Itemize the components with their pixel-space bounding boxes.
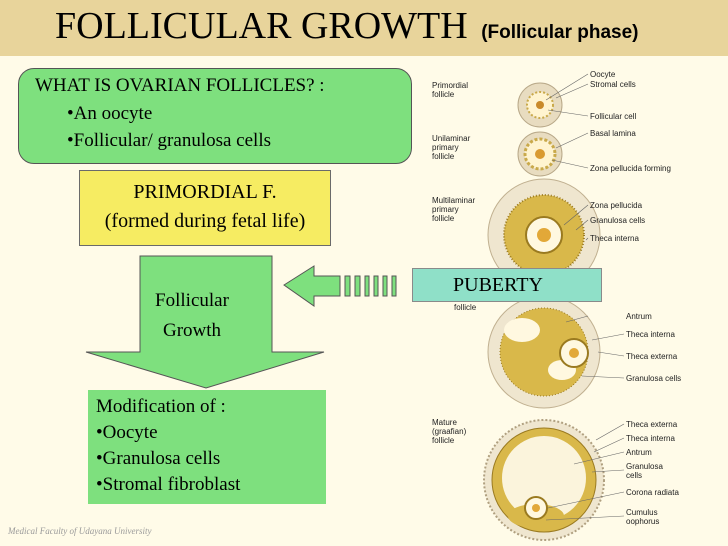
footer-credit: Medical Faculty of Udayana University: [8, 526, 152, 536]
title-bar: [0, 0, 728, 56]
part-label: Cumulus oophorus: [626, 508, 660, 526]
modification-box: Modification of : •Oocyte •Granulosa cel…: [88, 390, 326, 504]
growth-arrow-line2: Growth: [162, 320, 222, 341]
leader-lines: [545, 73, 625, 521]
modification-bullet: •Granulosa cells: [96, 448, 221, 469]
part-label: Zona pellucida: [590, 201, 643, 210]
part-label: Theca interna: [626, 330, 675, 339]
puberty-arrow-stripe: [382, 275, 388, 297]
question-box: WHAT IS OVARIAN FOLLICLES? : •An oocyte …: [18, 68, 412, 164]
puberty-arrow-stripe: [373, 275, 379, 297]
primordial-note: (formed during fetal life): [104, 210, 306, 232]
follicular-growth-arrow: [85, 255, 325, 389]
part-label: Granulosa cells: [626, 374, 682, 383]
slide-title: FOLLICULAR GROWTH (Follicular phase): [55, 4, 639, 48]
part-label: Oocyte: [590, 70, 616, 79]
mature-follicle-drawing: [483, 419, 605, 541]
puberty-box: PUBERTY: [412, 268, 602, 302]
question-bullet: •An oocyte: [67, 103, 153, 124]
primordial-follicle-drawing: [517, 82, 563, 128]
stage-label-primordial: Primordial follicle: [432, 81, 469, 99]
puberty-arrow: [283, 265, 341, 307]
part-label: Corona radiata: [626, 488, 679, 497]
primordial-box: PRIMORDIAL F. (formed during fetal life): [79, 170, 331, 246]
part-label: Basal lamina: [590, 129, 636, 138]
part-label: Theca interna: [590, 234, 639, 243]
modification-bullet: •Oocyte: [96, 422, 158, 443]
growth-arrow-line1: Follicular: [155, 290, 229, 311]
part-label: Antrum: [626, 312, 652, 321]
unilaminar-follicle-drawing: [517, 131, 563, 177]
multilaminar-follicle-drawing: [487, 178, 601, 292]
puberty-arrow-stripe: [364, 275, 370, 297]
growth-arrow-label: Follicular Growth: [140, 286, 244, 346]
part-label: Theca externa: [626, 352, 678, 361]
part-label: Theca interna: [626, 434, 675, 443]
follicle-figure: Primordial follicle Unilaminar primary f…: [416, 60, 728, 546]
modification-heading: Modification of :: [96, 396, 226, 417]
follicle-illustration: [483, 73, 625, 541]
antral-follicle-drawing: [487, 295, 601, 409]
puberty-arrow-stripe: [391, 275, 397, 297]
puberty-label: PUBERTY: [453, 274, 543, 296]
part-label: Zona pellucida forming: [590, 164, 671, 173]
puberty-arrow-stripe: [344, 275, 351, 297]
stage-label-multilaminar: Multilaminar primary follicle: [432, 196, 476, 223]
part-label: Antrum: [626, 448, 652, 457]
part-label: Stromal cells: [590, 80, 636, 89]
primordial-title: PRIMORDIAL F.: [133, 181, 277, 203]
question-bullet: •Follicular/ granulosa cells: [67, 130, 271, 151]
part-label: Granulosa cells: [626, 462, 663, 480]
puberty-arrow-stripe: [354, 275, 361, 297]
part-label: Granulosa cells: [590, 216, 646, 225]
part-label: Theca externa: [626, 420, 678, 429]
title-main: FOLLICULAR GROWTH: [55, 5, 468, 47]
modification-bullet: •Stromal fibroblast: [96, 474, 241, 495]
part-label: Follicular cell: [590, 112, 637, 121]
stage-label-mature: Mature (graafian) follicle: [432, 418, 467, 445]
stage-label-unilaminar: Unilaminar primary follicle: [432, 134, 471, 161]
title-subtitle: (Follicular phase): [481, 22, 639, 43]
question-text: WHAT IS OVARIAN FOLLICLES? :: [35, 75, 325, 96]
